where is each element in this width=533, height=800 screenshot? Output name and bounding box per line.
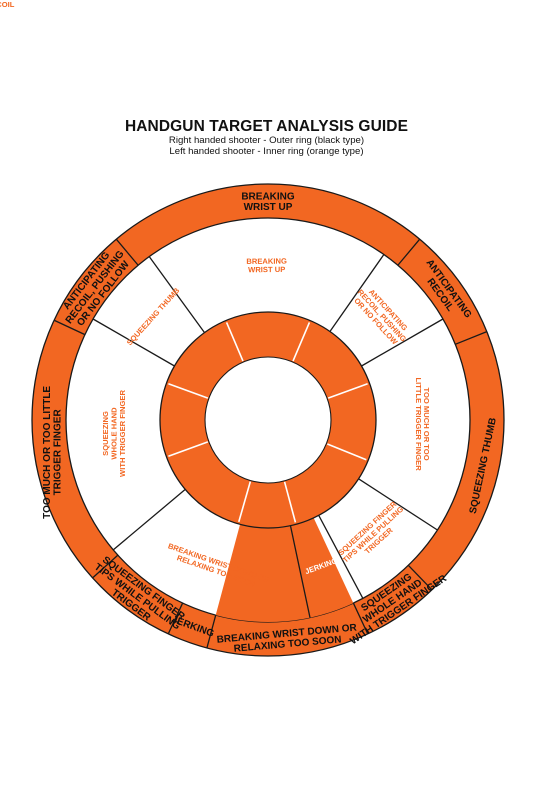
inner-ring-orange-sector bbox=[215, 517, 354, 622]
inner-label-line: LITTLE TRIGGER FINGER bbox=[414, 377, 423, 471]
inner-label-line: WRIST UP bbox=[248, 265, 285, 274]
outer-divider bbox=[206, 614, 217, 649]
bullseye-center bbox=[204, 356, 332, 484]
inner-divider bbox=[148, 256, 206, 334]
header: HANDGUN TARGET ANALYSIS GUIDE Right hand… bbox=[0, 118, 533, 157]
ring-segments bbox=[31, 183, 505, 657]
inner-label-line: BREAKING bbox=[246, 257, 287, 266]
inner-divider bbox=[318, 515, 364, 599]
inner-label-line: RECOIL bbox=[0, 0, 15, 9]
inner-divider bbox=[289, 525, 311, 618]
subtitle-right-handed: Right handed shooter - Outer ring (black… bbox=[168, 135, 365, 146]
outer-divider bbox=[167, 602, 184, 635]
outer-divider bbox=[455, 330, 488, 345]
inner-label-line: TOO MUCH OR TOO bbox=[422, 387, 431, 460]
inner-label-line: SQUEEZING bbox=[101, 411, 110, 456]
inner-divider bbox=[329, 254, 385, 332]
bullseye-divider bbox=[168, 441, 209, 458]
inner-label-line: WITH TRIGGER FINGER bbox=[118, 390, 127, 477]
inner-divider bbox=[361, 318, 444, 367]
outer-divider bbox=[397, 238, 421, 266]
outer-divider bbox=[407, 564, 433, 591]
outer-label-line: BREAKING bbox=[241, 191, 295, 202]
outer-divider bbox=[352, 602, 369, 635]
outer-divider bbox=[115, 238, 139, 266]
outer-divider bbox=[53, 319, 86, 336]
bullseye-divider bbox=[283, 481, 297, 523]
bullseye-divider bbox=[327, 443, 367, 461]
subtitle-left-handed: Left handed shooter - Inner ring (orange… bbox=[169, 146, 364, 157]
inner-divider bbox=[92, 318, 175, 367]
bullseye-divider bbox=[327, 382, 368, 399]
bullseye-divider bbox=[292, 322, 311, 362]
bullseye-divider bbox=[225, 322, 244, 362]
inner-divider bbox=[358, 478, 438, 531]
page-title: HANDGUN TARGET ANALYSIS GUIDE bbox=[124, 118, 409, 135]
outer-label-line: TRIGGER FINGER bbox=[52, 409, 63, 496]
inner-divider bbox=[112, 488, 186, 551]
outer-label-line: TOO MUCH OR TOO LITTLE bbox=[42, 386, 53, 519]
outer-label-line: WRIST UP bbox=[244, 202, 293, 213]
inner-label-line: ANTICIPATING bbox=[0, 0, 27, 1]
inner-label-line: WHOLE HAND bbox=[110, 407, 119, 460]
bullseye-divider bbox=[238, 481, 252, 523]
outer-divider bbox=[92, 554, 119, 579]
bullseye-divider bbox=[168, 382, 209, 399]
